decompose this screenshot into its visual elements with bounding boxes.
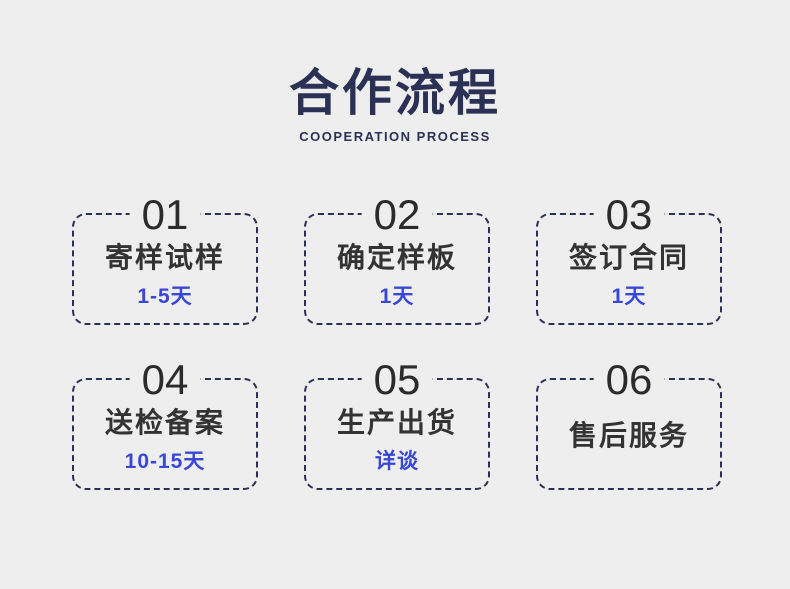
step-card-03: 03 签订合同 1天 xyxy=(536,194,722,325)
step-content: 确定样板 1天 xyxy=(306,215,488,323)
step-name: 送检备案 xyxy=(104,407,225,439)
step-content: 售后服务 xyxy=(538,380,720,488)
step-number: 06 xyxy=(593,359,665,401)
step-content: 生产出货 详谈 xyxy=(306,380,488,488)
step-name: 寄样试样 xyxy=(104,242,225,274)
step-number: 04 xyxy=(129,359,201,401)
step-name: 签订合同 xyxy=(568,242,689,274)
step-duration: 1-5天 xyxy=(137,285,193,309)
step-card-05: 05 生产出货 详谈 xyxy=(304,359,490,490)
step-duration: 10-15天 xyxy=(124,450,206,474)
step-card-04: 04 送检备案 10-15天 xyxy=(72,359,258,490)
step-content: 寄样试样 1-5天 xyxy=(74,215,256,323)
step-number: 01 xyxy=(129,194,201,236)
step-name: 售后服务 xyxy=(568,420,689,451)
page-title: 合作流程 xyxy=(289,65,501,121)
step-duration: 1天 xyxy=(611,285,647,309)
step-content: 送检备案 10-15天 xyxy=(74,380,256,488)
step-card-01: 01 寄样试样 1-5天 xyxy=(72,194,258,325)
step-duration: 1天 xyxy=(379,285,415,309)
step-number: 05 xyxy=(361,359,433,401)
step-card-02: 02 确定样板 1天 xyxy=(304,194,490,325)
steps-grid: 01 寄样试样 1-5天 02 确定样板 1天 03 签订合同 1天 04 送检… xyxy=(72,194,722,490)
step-name: 确定样板 xyxy=(336,242,457,274)
step-number: 02 xyxy=(361,194,433,236)
step-card-06: 06 售后服务 xyxy=(536,359,722,490)
step-number: 03 xyxy=(593,194,665,236)
page-subtitle: COOPERATION PROCESS xyxy=(299,129,491,144)
header: 合作流程 COOPERATION PROCESS xyxy=(0,65,790,145)
step-content: 签订合同 1天 xyxy=(538,215,720,323)
step-duration: 详谈 xyxy=(375,450,419,474)
step-name: 生产出货 xyxy=(336,407,457,439)
